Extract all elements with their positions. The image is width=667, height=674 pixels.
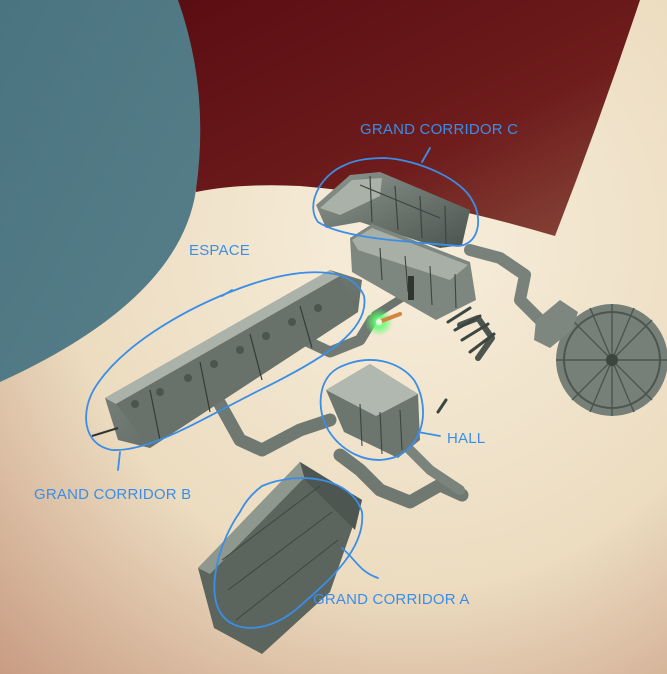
structure-grand-corridor-c[interactable] [316, 172, 470, 248]
connecting-tubes [213, 244, 546, 509]
outline-grand-corridor-b [85, 271, 366, 451]
structure-central-block[interactable] [350, 224, 476, 320]
outline-grand-corridor-a [213, 477, 364, 629]
label-espace: ESPACE [189, 242, 250, 259]
outline-hall [319, 359, 424, 461]
blue-planet [0, 0, 201, 382]
label-grand-corridor-a: GRAND CORRIDOR A [313, 591, 470, 608]
green-light-beacon-icon[interactable] [365, 308, 402, 336]
floating-debris [436, 306, 496, 414]
structure-grand-corridor-b[interactable] [91, 270, 362, 448]
structure-circular-hub[interactable] [534, 300, 667, 416]
label-grand-corridor-c: GRAND CORRIDOR C [360, 121, 519, 138]
annotation-strokes [85, 147, 480, 629]
label-grand-corridor-b: GRAND CORRIDOR B [34, 486, 192, 503]
outline-grand-corridor-c [312, 157, 480, 247]
structure-hall[interactable] [326, 364, 420, 458]
red-planet [170, 0, 640, 236]
label-hall: HALL [447, 430, 486, 447]
